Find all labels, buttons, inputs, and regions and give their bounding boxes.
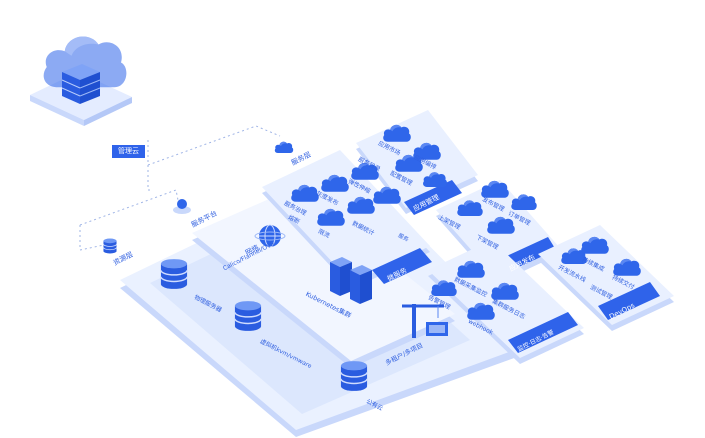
network-platform (192, 187, 455, 368)
connector-resource-layer (79, 225, 105, 251)
management-cloud (30, 36, 132, 126)
resource-layer-icon (103, 238, 117, 254)
k8s-server-icon (330, 257, 372, 304)
cloud-icon (373, 186, 401, 204)
connector-mid (147, 165, 152, 191)
monitoring-tag-bg (508, 312, 578, 353)
cloud-icon (383, 124, 411, 142)
database-icon (234, 300, 262, 332)
mgmt-base-left (30, 95, 84, 126)
globe-icon (254, 224, 286, 248)
mgmt-base-right (84, 97, 132, 126)
network-platform-top (192, 187, 455, 361)
service-platform-icon (173, 199, 191, 214)
cloud-icon (481, 180, 509, 198)
management-badge: 管理云 (112, 145, 145, 158)
mgmt-server-icon (61, 64, 101, 104)
microservice-tag-bg (372, 248, 432, 284)
connector-lines (79, 125, 281, 251)
service-layer-icon (274, 141, 294, 153)
connector-service-layer (147, 125, 281, 166)
cloud-icon (511, 194, 537, 210)
database-icon (340, 360, 368, 392)
crane-icon (402, 304, 448, 338)
microservice-top (262, 150, 430, 283)
app-management-tag-bg (404, 180, 462, 215)
devops-tag-bg (598, 282, 660, 320)
connector-service-platform (79, 189, 179, 226)
database-icon (160, 258, 188, 290)
